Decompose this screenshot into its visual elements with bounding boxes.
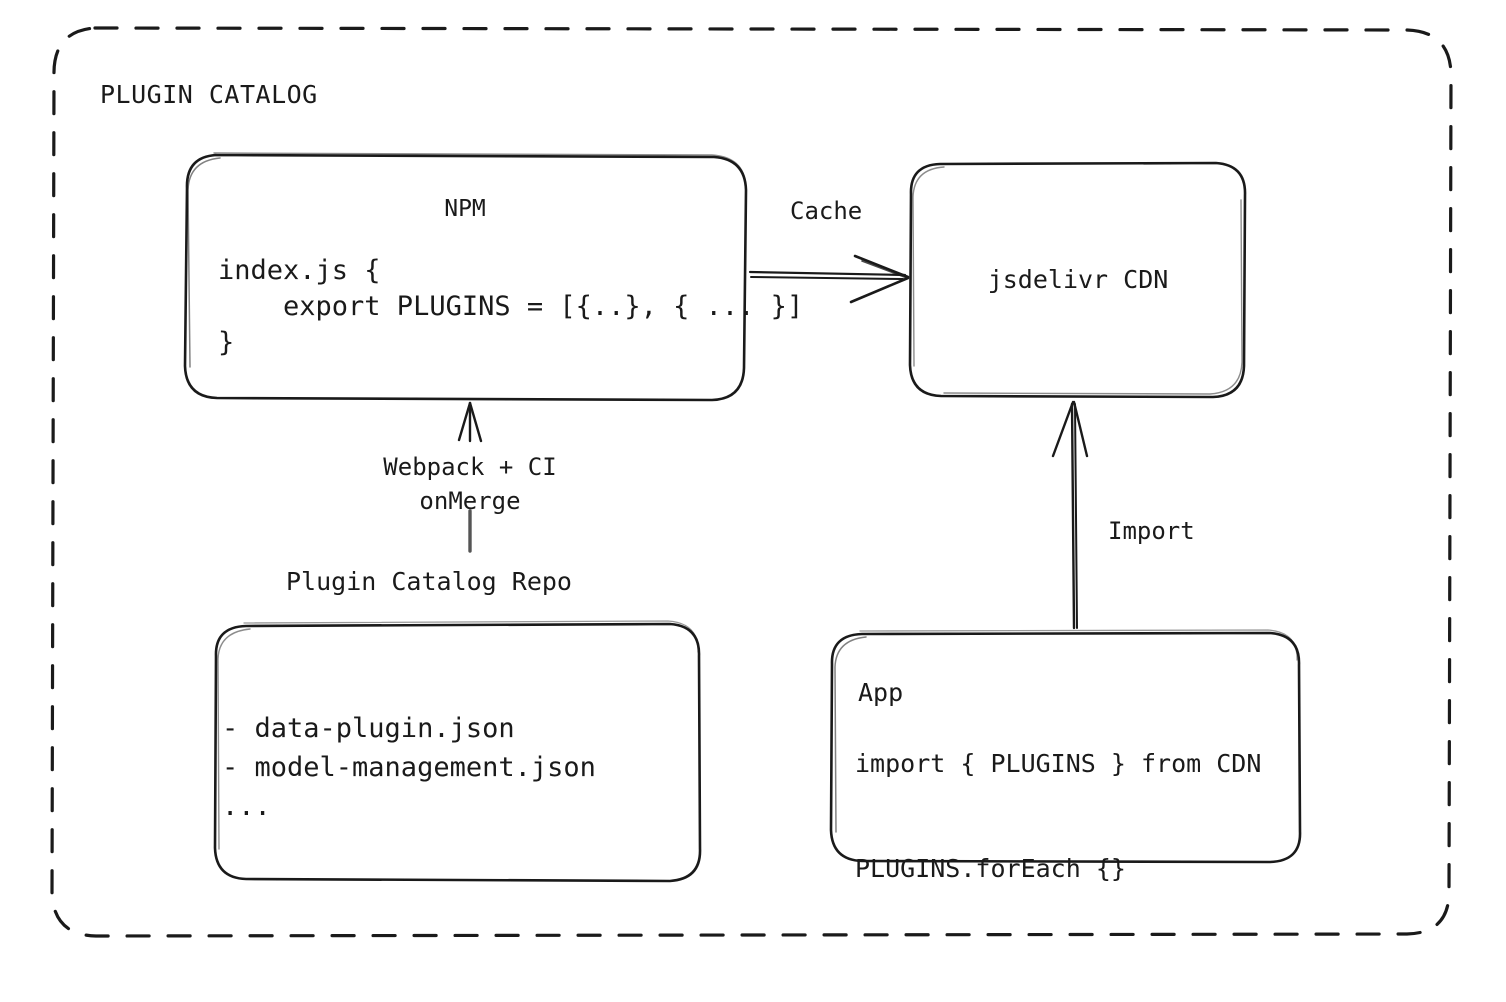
group-title: PLUGIN CATALOG (100, 80, 318, 109)
repo-node-label: Plugin Catalog Repo (286, 567, 572, 596)
edge-label-cache: Cache (790, 197, 863, 225)
edge-label-webpack-ci: Webpack + CI onMerge (383, 453, 557, 516)
npm-node-code: index.js { export PLUGINS = [{..}, { ...… (218, 255, 804, 358)
app-node-code: import { PLUGINS } from CDN PLUGINS.forE… (855, 749, 1262, 883)
repo-node-file-list: - data-plugin.json - model-management.js… (222, 713, 596, 823)
edge-label-import: Import (1108, 517, 1195, 545)
npm-node-title: NPM (444, 196, 486, 222)
app-node-title: App (858, 678, 904, 707)
edge-app-to-cdn (1051, 400, 1089, 630)
cdn-node-title: jsdelivr CDN (987, 265, 1169, 294)
